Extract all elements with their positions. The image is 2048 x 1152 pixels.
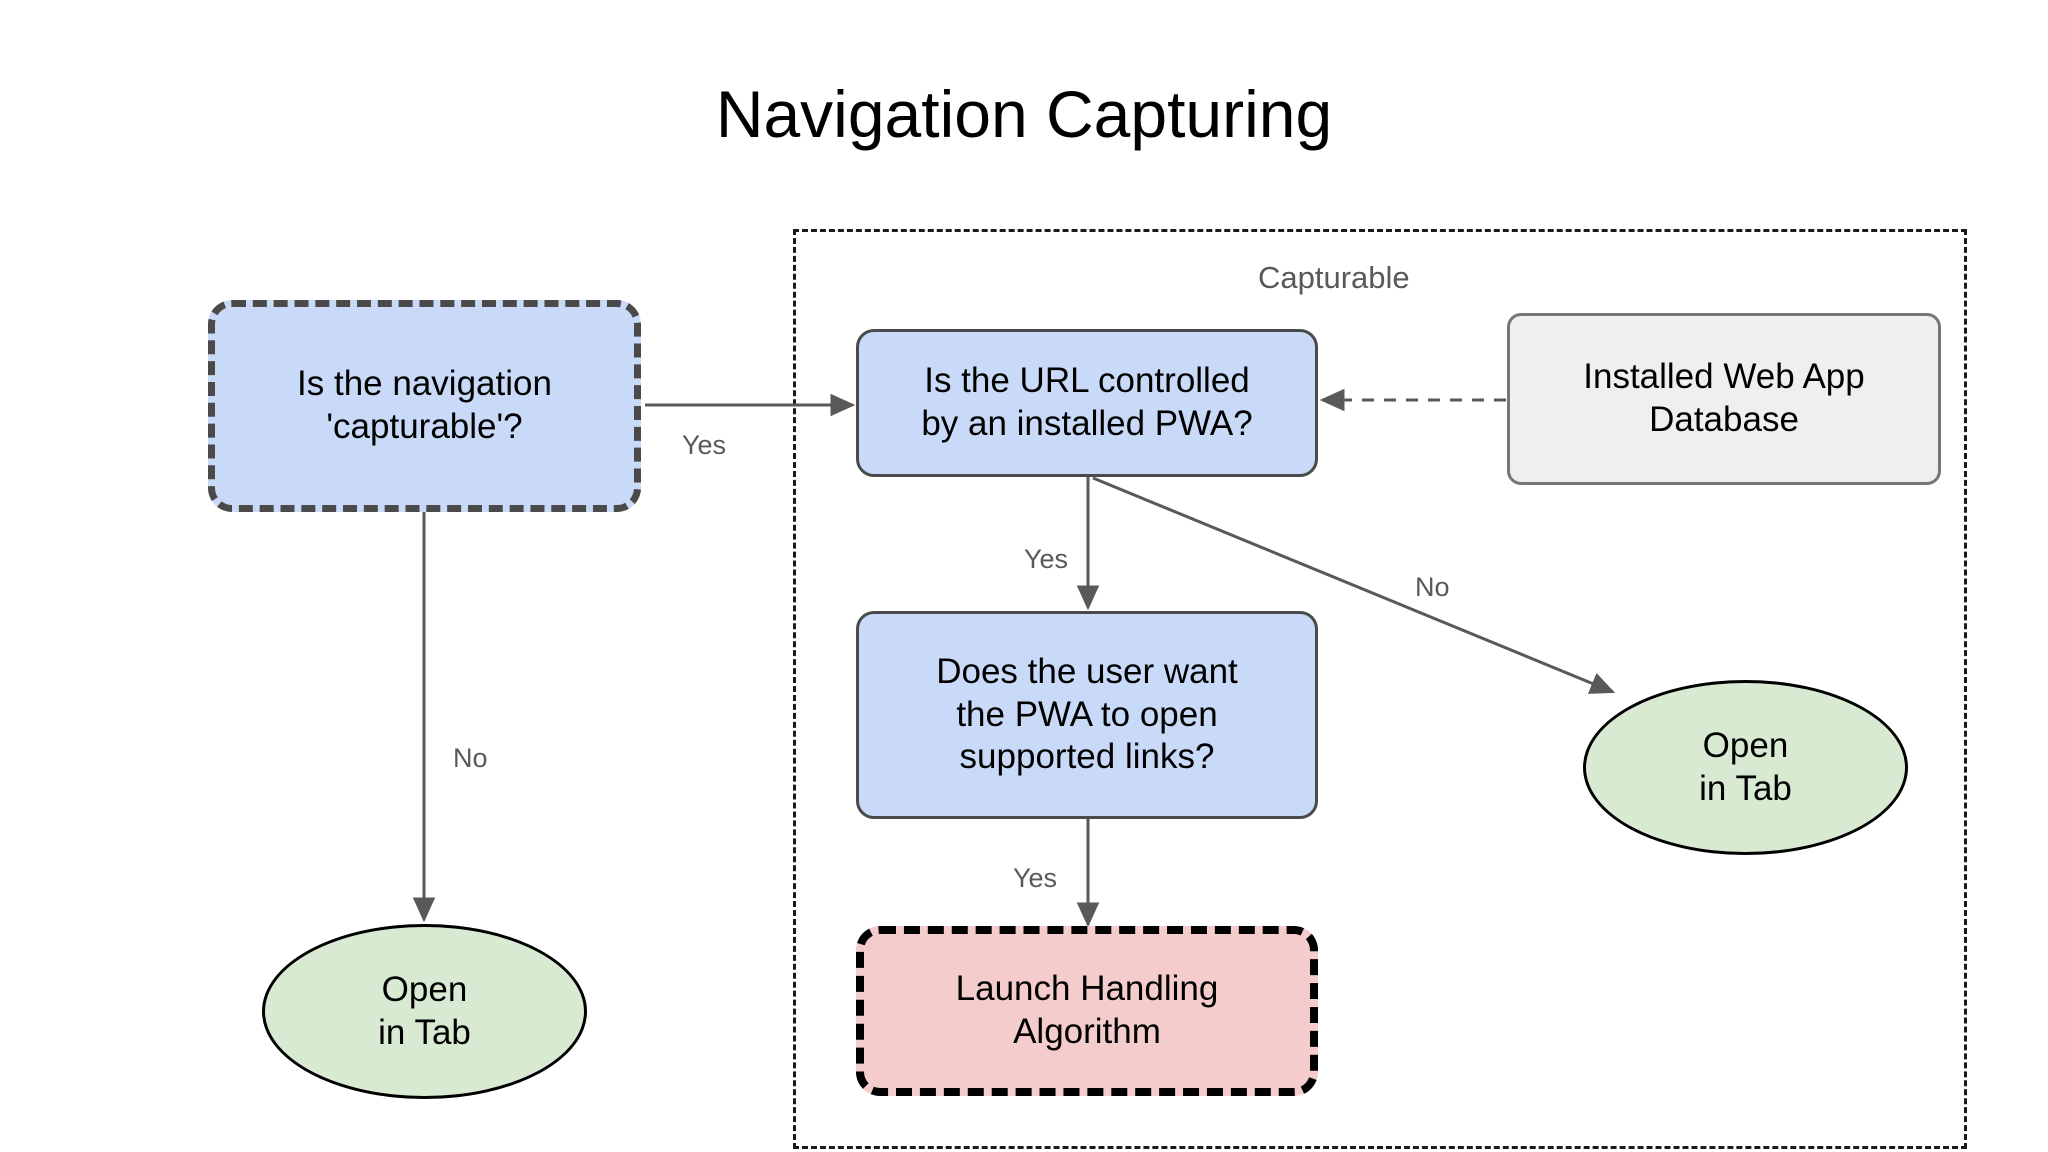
edge-label-user-wants-yes: Yes [1013,863,1058,893]
capturable-group-label: Capturable [1258,260,1410,295]
node-label: Is the URL controlled by an installed PW… [921,361,1253,443]
edge-label-url-controlled-no: No [1415,572,1450,602]
node-label: Launch Handling Algorithm [955,969,1219,1051]
edge-label-url-controlled-yes: Yes [1024,544,1069,574]
node-is-navigation-capturable[interactable]: Is the navigation 'capturable'? [208,300,641,512]
page-title: Navigation Capturing [715,77,1333,151]
node-label: Does the user want the PWA to open suppo… [936,651,1238,777]
edge-label-capturable-no: No [453,743,488,773]
node-label: Open in Tab [1699,725,1792,808]
node-is-url-controlled-by-pwa[interactable]: Is the URL controlled by an installed PW… [856,329,1318,477]
edge-label-capturable-yes: Yes [682,430,727,460]
node-label: Is the navigation 'capturable'? [297,364,552,446]
node-launch-handling-algorithm[interactable]: Launch Handling Algorithm [856,926,1318,1096]
node-label: Open in Tab [378,969,471,1052]
node-label: Installed Web App Database [1583,357,1865,439]
node-open-in-tab-left[interactable]: Open in Tab [262,924,587,1099]
capturable-group-container [793,229,1967,1149]
node-installed-web-app-database[interactable]: Installed Web App Database [1507,313,1941,485]
node-open-in-tab-right[interactable]: Open in Tab [1583,680,1908,855]
node-does-user-want-pwa-open-links[interactable]: Does the user want the PWA to open suppo… [856,611,1318,819]
